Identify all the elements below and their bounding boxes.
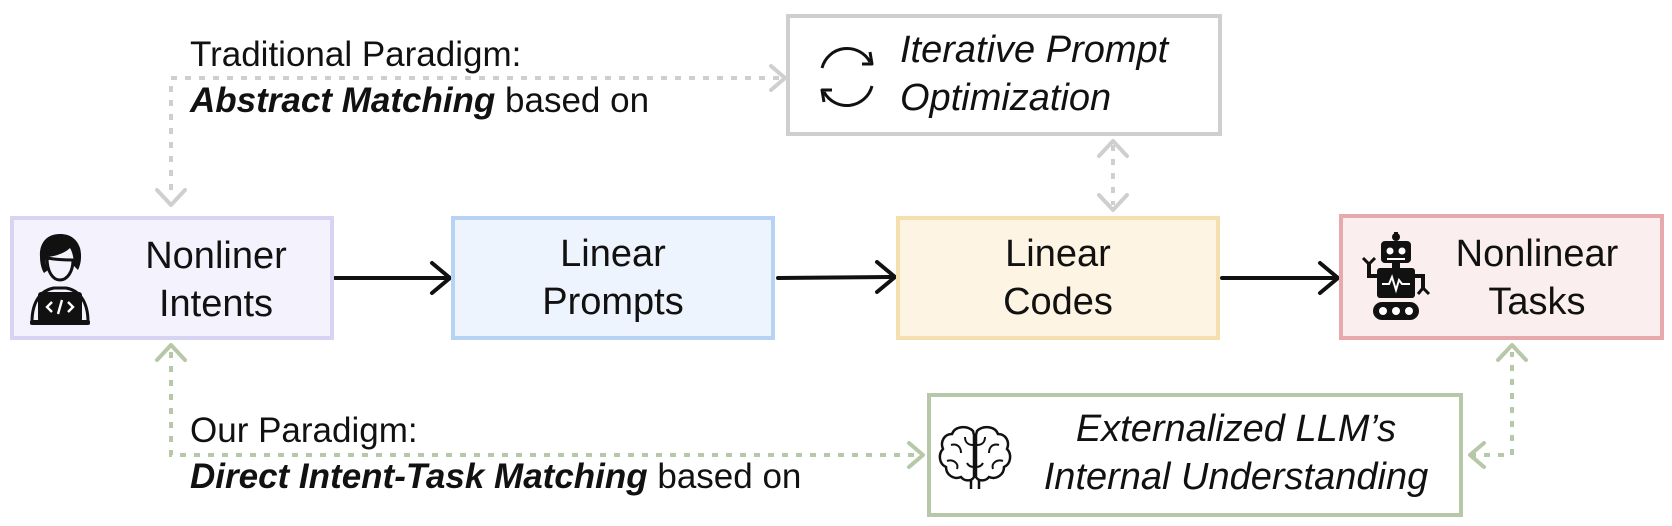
understanding-line1: Externalized LLM’s bbox=[1075, 408, 1397, 450]
our-path bbox=[169, 352, 1514, 457]
understanding-label: Externalized LLM’s Internal Understandin… bbox=[1021, 405, 1451, 501]
understanding-box: Externalized LLM’s Internal Understandin… bbox=[927, 393, 1463, 517]
intents-line2: Intents bbox=[158, 283, 274, 325]
optimization-line2: Optimization bbox=[900, 77, 1112, 119]
tasks-line1: Nonlinear bbox=[1455, 233, 1619, 275]
refresh-cycle-icon bbox=[820, 46, 874, 108]
robot-icon bbox=[1361, 232, 1431, 320]
ours-line2: Direct Intent-Task Matching based on bbox=[190, 454, 801, 500]
codes-box: Linear Codes bbox=[896, 216, 1220, 340]
traditional-arrowheads bbox=[155, 64, 1129, 212]
traditional-line2: Abstract Matching based on bbox=[190, 78, 649, 124]
ours-line1: Our Paradigm: bbox=[190, 411, 418, 450]
optimization-line1: Iterative Prompt bbox=[900, 29, 1169, 71]
intents-box: Nonliner Intents bbox=[10, 216, 334, 340]
prompts-label: Linear Prompts bbox=[455, 230, 771, 326]
optimization-box: Iterative Prompt Optimization bbox=[786, 14, 1222, 136]
tasks-box: Nonlinear Tasks bbox=[1339, 214, 1664, 340]
intents-line1: Nonliner bbox=[145, 235, 287, 277]
prompts-box: Linear Prompts bbox=[451, 216, 775, 340]
traditional-path bbox=[169, 76, 1115, 205]
prompts-line2: Prompts bbox=[542, 281, 684, 323]
traditional-bold: Abstract Matching bbox=[190, 81, 496, 120]
optimization-label: Iterative Prompt Optimization bbox=[900, 26, 1220, 122]
intents-label: Nonliner Intents bbox=[114, 232, 318, 328]
ours-bold: Direct Intent-Task Matching bbox=[190, 457, 648, 496]
brain-icon bbox=[938, 425, 1012, 489]
main-flow-arrows bbox=[333, 260, 1340, 295]
tasks-label: Nonlinear Tasks bbox=[1437, 230, 1637, 326]
understanding-line2: Internal Understanding bbox=[1043, 456, 1429, 498]
traditional-paradigm-caption: Traditional Paradigm: Abstract Matching … bbox=[190, 32, 649, 124]
developer-laptop-icon bbox=[30, 234, 90, 325]
tasks-line2: Tasks bbox=[1488, 281, 1586, 323]
codes-line2: Codes bbox=[1003, 281, 1113, 323]
our-paradigm-caption: Our Paradigm: Direct Intent-Task Matchin… bbox=[190, 408, 801, 500]
codes-label: Linear Codes bbox=[900, 230, 1216, 326]
traditional-line1: Traditional Paradigm: bbox=[190, 35, 522, 74]
prompts-line1: Linear bbox=[560, 233, 666, 275]
ours-rest: based on bbox=[647, 457, 802, 496]
codes-line1: Linear bbox=[1005, 233, 1111, 275]
our-arrowheads bbox=[155, 343, 1528, 469]
traditional-rest: based on bbox=[495, 81, 650, 120]
